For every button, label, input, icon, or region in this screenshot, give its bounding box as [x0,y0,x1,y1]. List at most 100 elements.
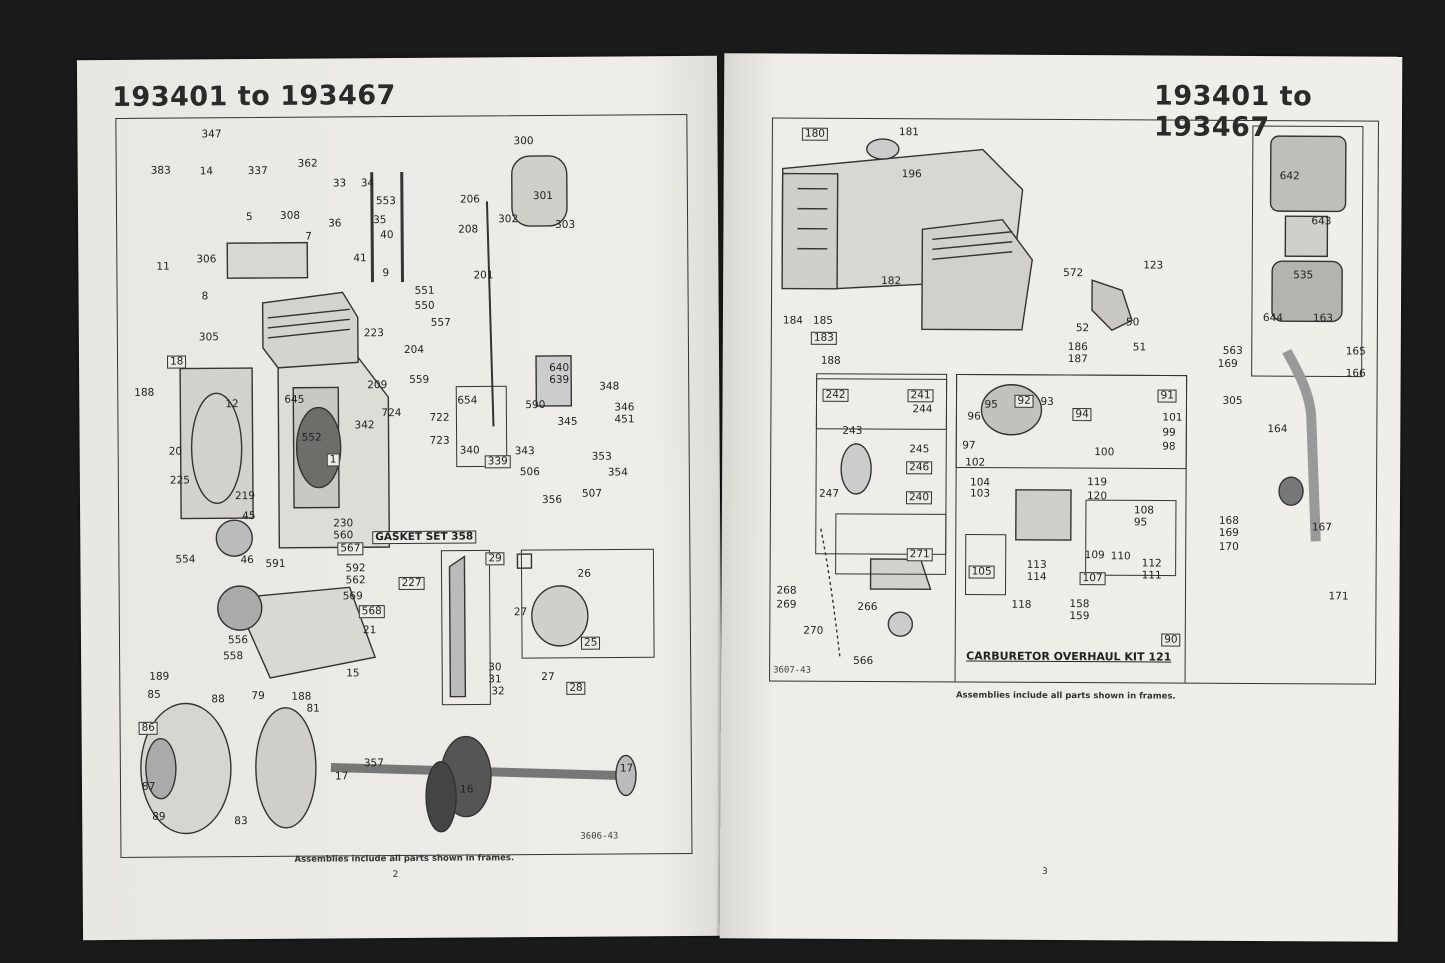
part-label: 45 [242,510,256,523]
part-label: 357 [363,757,384,770]
drawing-code: 3606-43 [580,831,619,842]
part-label: 5 [245,211,253,224]
frame-label: 18 [167,355,187,369]
part-label: 347 [201,128,222,141]
gasket-set-label: GASKET SET 358 [372,530,477,544]
part-label: 81 [306,702,320,715]
part-label: 120 [1086,490,1108,503]
part-label: 93 [1040,395,1054,408]
frame-label: 339 [484,455,511,468]
part-label: 27 [513,606,528,619]
part-label: 181 [898,126,919,139]
part-label: 346 [614,401,635,414]
part-label: 723 [429,434,450,447]
frame-label: 183 [810,331,837,345]
part-label: 554 [175,553,196,566]
part-label: 266 [857,600,878,614]
part-label: 337 [247,164,268,178]
part-label: 171 [1328,590,1349,603]
part-label: 113 [1026,558,1047,571]
frame-label: 568 [358,605,385,618]
frame-label: 241 [907,389,934,402]
part-label: 21 [362,624,377,637]
part-label: 14 [199,165,214,178]
frame-label: 242 [822,388,849,402]
part-label: 109 [1084,549,1105,562]
part-label: 209 [367,379,388,392]
part-label: 52 [1075,322,1090,335]
part-label: 165 [1345,345,1366,358]
part-label: 166 [1345,367,1366,380]
part-label: 50 [1125,316,1140,329]
part-label: 104 [970,476,991,489]
part-label: 348 [599,380,620,393]
part-label: 17 [334,770,349,783]
part-label: 185 [812,314,834,327]
part-label: 654 [457,394,478,407]
part-label: 219 [234,490,256,503]
part-label: 101 [1162,411,1183,424]
part-label: 169 [1217,357,1238,370]
part-label: 16 [459,783,474,796]
part-label: 354 [607,466,628,479]
fuel-system-drawing [781,125,1364,684]
part-label: 167 [1311,521,1332,534]
part-label: 590 [525,398,546,412]
part-label: 40 [380,229,394,242]
frame-label: 1 [326,453,340,467]
part-label: 345 [557,415,578,428]
part-label: 305 [1222,394,1243,407]
frame-label: 29 [485,552,505,565]
part-label: 110 [1110,550,1131,563]
part-label: 558 [223,650,244,663]
frame-label: 107 [1079,572,1106,585]
frame-label: 92 [1014,394,1034,408]
part-label: 303 [555,218,576,231]
part-label: 159 [1069,610,1090,623]
part-label: 184 [782,314,804,327]
frame-label: 180 [801,127,828,141]
part-label: 164 [1267,423,1288,436]
part-label: 114 [1026,570,1047,583]
page-number: 2 [392,870,399,881]
frame-label: 94 [1072,408,1092,421]
part-label: 111 [1141,569,1162,582]
part-label: 206 [459,193,481,206]
part-label: 308 [279,209,301,222]
part-label: 247 [818,487,840,500]
part-label: 645 [284,393,305,406]
part-label: 46 [240,554,254,567]
part-label: 204 [403,343,425,356]
part-label: 103 [969,487,991,500]
part-label: 553 [375,195,397,208]
frame-label: 271 [906,548,933,561]
frame-label: 86 [138,721,159,735]
part-label: 170 [1218,540,1239,553]
part-label: 230 [333,517,354,530]
part-label: 562 [345,574,366,587]
part-label: 119 [1087,476,1108,489]
part-label: 41 [353,252,367,265]
part-label: 383 [150,164,171,177]
part-label: 95 [984,398,998,411]
part-label: 507 [581,487,603,500]
part-label: 87 [141,780,156,793]
part-label: 102 [965,456,986,469]
frame-label: 25 [580,636,601,650]
frame-label: 227 [398,576,425,590]
frame-label: 90 [1161,633,1181,647]
part-label: 34 [360,177,375,190]
part-label: 186 [1067,341,1088,354]
part-label: 552 [301,431,322,444]
part-label: 560 [333,529,354,542]
frame-label: 28 [566,681,586,695]
part-label: 31 [488,673,502,686]
part-label: 245 [909,443,930,456]
carburetor-kit-label: CARBURETOR OVERHAUL KIT 121 [966,649,1172,664]
part-label: 302 [498,213,519,226]
left-page-title: 193401 to 193467 [112,80,397,113]
part-label: 644 [1262,312,1284,325]
part-label: 98 [1162,440,1176,453]
part-label: 27 [541,670,555,684]
part-label: 722 [429,411,450,424]
